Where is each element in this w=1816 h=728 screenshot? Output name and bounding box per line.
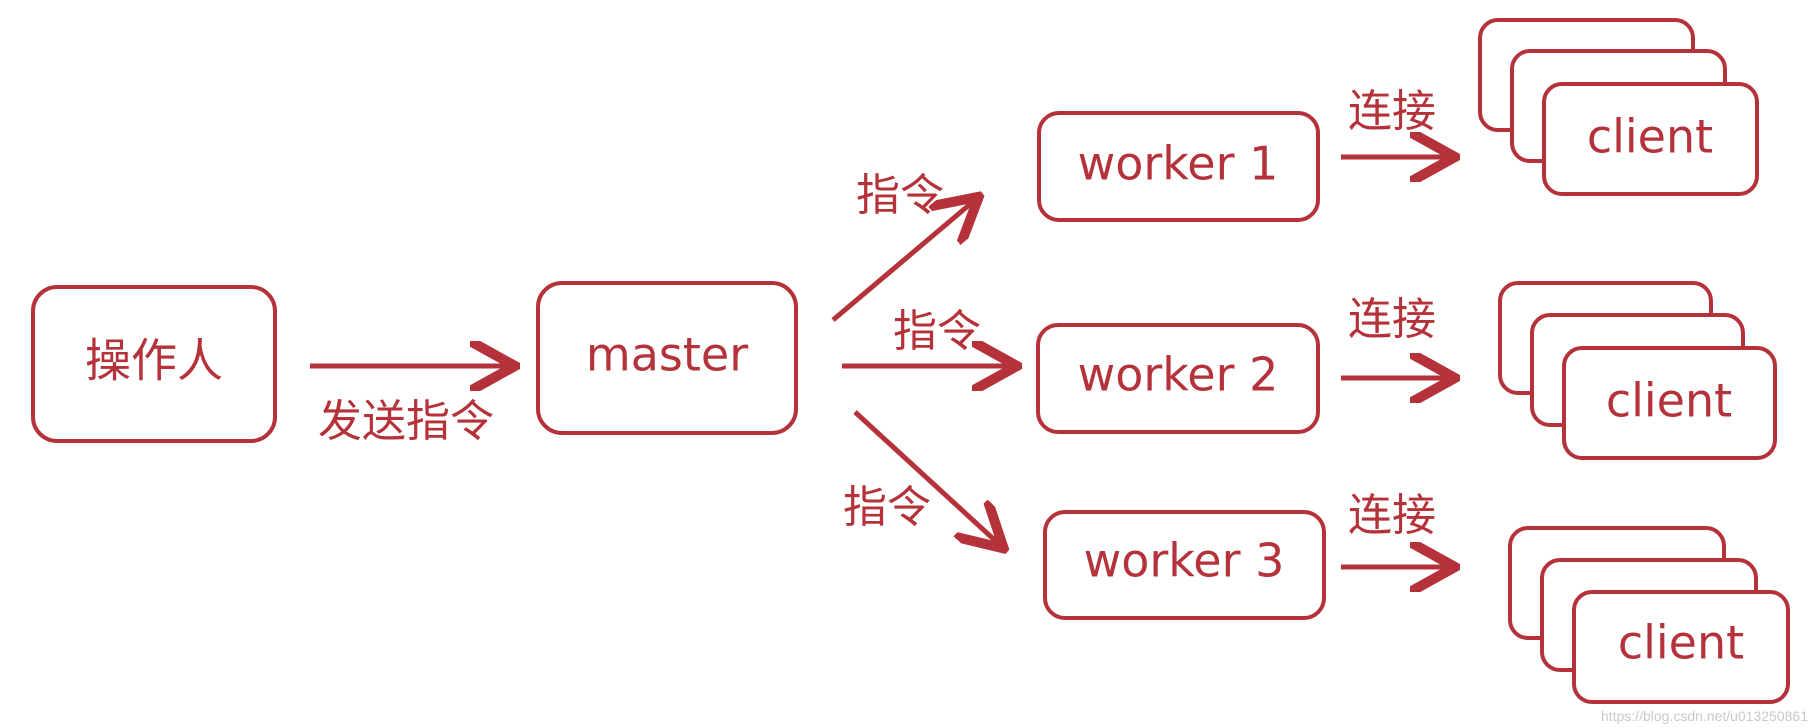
master-node: master xyxy=(536,281,798,435)
worker3-label: worker 3 xyxy=(1084,534,1285,588)
client-stack-1: client xyxy=(1478,18,1759,196)
worker2-label: worker 2 xyxy=(1078,348,1279,402)
master-label: master xyxy=(586,328,748,382)
master-to-worker1-edge: 指令 xyxy=(831,170,975,322)
operator-label: 操作人 xyxy=(85,334,223,388)
master-to-worker2-edge: 指令 xyxy=(842,306,1012,366)
operator-node: 操作人 xyxy=(31,285,277,443)
watermark-url: https://blog.csdn.net/u013250861 xyxy=(1600,708,1808,724)
worker3-node: worker 3 xyxy=(1043,510,1326,620)
worker2-node: worker 2 xyxy=(1036,323,1320,434)
master-to-worker1-label: 指令 xyxy=(856,170,944,221)
master-to-worker2-label: 指令 xyxy=(893,306,981,357)
client-stack-1-label: client xyxy=(1587,110,1713,164)
client-stack-3: client xyxy=(1508,526,1790,704)
client-stack-2: client xyxy=(1498,281,1777,460)
worker1-to-clients-label: 连接 xyxy=(1348,86,1436,137)
operator-to-master-edge: 发送指令 xyxy=(310,366,510,447)
master-to-worker3-edge: 指令 xyxy=(843,410,1000,545)
worker1-node: worker 1 xyxy=(1037,111,1320,222)
worker1-to-clients-edge: 连接 xyxy=(1341,86,1450,157)
worker3-to-clients-label: 连接 xyxy=(1348,490,1436,541)
worker2-to-clients-label: 连接 xyxy=(1348,294,1436,345)
worker1-label: worker 1 xyxy=(1078,137,1279,191)
operator-to-master-label: 发送指令 xyxy=(318,396,494,447)
master-to-worker3-label: 指令 xyxy=(843,482,931,533)
client-stack-3-label: client xyxy=(1618,616,1744,670)
client-stack-2-label: client xyxy=(1606,374,1732,428)
worker3-to-clients-edge: 连接 xyxy=(1341,490,1450,567)
worker2-to-clients-edge: 连接 xyxy=(1341,294,1450,378)
